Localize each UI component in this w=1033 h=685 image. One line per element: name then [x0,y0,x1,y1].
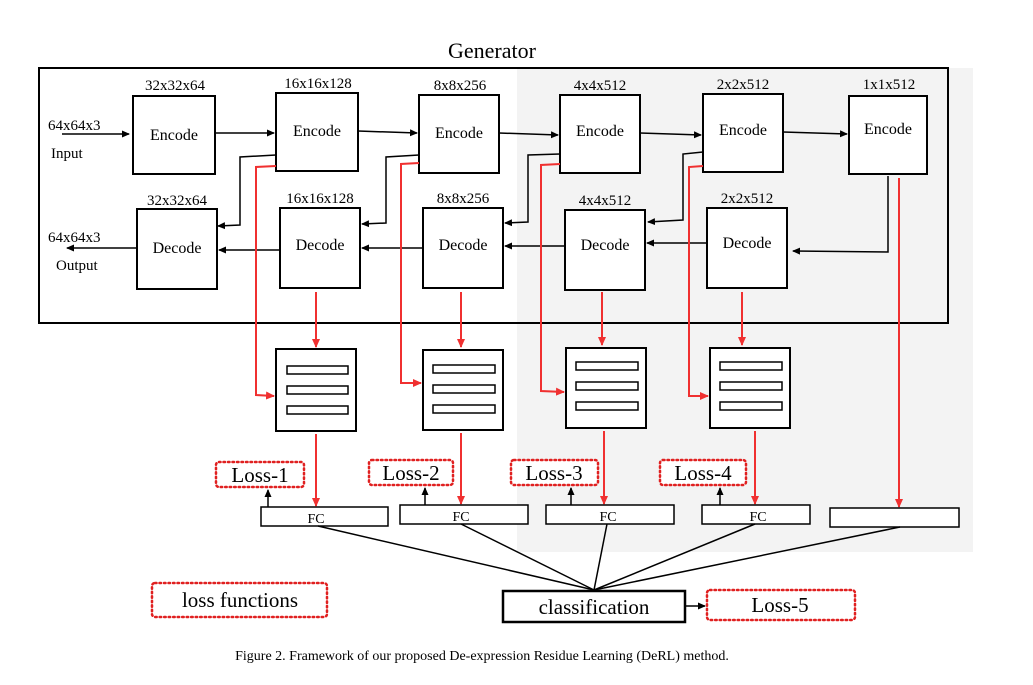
encoder-4-dim: 4x4x512 [574,78,627,94]
skip-arrow-2 [361,154,420,228]
output-label: Output [56,258,99,274]
encoder-3-box [418,94,500,174]
loss-2-label: Loss-2 [382,461,439,485]
residue-block-1 [275,348,357,432]
decoder-1: 32x32x64 Decode [136,193,218,290]
residue-block-3 [565,347,647,429]
fc-layer-2: FC [399,504,529,525]
encoder-2: 16x16x128 Encode [275,76,359,172]
encoder-2-dim: 16x16x128 [284,76,352,92]
encoder-2-label: Encode [293,123,341,140]
skip-arrow-1 [217,154,277,230]
encoder-1-box [132,95,216,175]
fc-layer-4: FC [701,504,811,525]
loss-4: Loss-4 [658,458,748,487]
decoder-1-box [136,208,218,290]
loss-4-label: Loss-4 [674,461,732,485]
loss-1-label: Loss-1 [231,463,288,487]
fc-link-4 [593,523,756,591]
residue-block-2 [422,349,504,431]
encoder-1: 32x32x64 Encode [132,78,216,175]
decoder-3-label: Decode [439,237,488,254]
encoder-6-box [848,95,928,175]
decoder-4-dim: 4x4x512 [579,193,632,209]
skip-arrow-3 [504,153,561,227]
output-dim: 64x64x3 [48,230,101,246]
loss-5: Loss-5 [705,588,857,622]
decoder-3-dim: 8x8x256 [437,191,490,207]
fc-layer-3: FC [545,504,675,525]
encoder-3-dim: 8x8x256 [434,78,487,94]
legend-loss-functions: loss functions [150,581,329,619]
decoder-1-dim: 32x32x64 [147,193,208,209]
classification-label: classification [539,595,650,619]
encoder-6: 1x1x512 Encode [848,77,928,175]
fc-link-3 [593,523,608,591]
fc-link-1 [317,525,595,591]
encoder-6-label: Encode [864,121,912,138]
decoder-5: 2x2x512 Decode [706,191,788,289]
encoder-5-box [702,93,784,173]
decoder-4-box [564,209,646,291]
decoder-2-label: Decode [296,237,345,254]
input-dim: 64x64x3 [48,118,101,134]
decoder-4-label: Decode [581,237,630,254]
fc-layer-1: FC [260,506,389,527]
decoder-5-dim: 2x2x512 [721,191,774,207]
generator-title: Generator [448,38,537,63]
classification-block: classification [501,589,687,624]
enc-arrow-5 [782,130,848,138]
fc-layer-5 [829,507,960,528]
decoder-2-dim: 16x16x128 [286,191,354,207]
generator-frame [38,67,949,324]
decoder-5-label: Decode [723,235,772,252]
encoder-3-label: Encode [435,125,483,142]
encoder-5: 2x2x512 Encode [702,77,784,173]
fc-link-5 [593,526,901,591]
decoder-1-label: Decode [153,240,202,257]
loss-3-label: Loss-3 [525,461,582,485]
residue-arrow-1 [255,165,277,400]
residue-block-4 [709,347,791,429]
fc-2-label: FC [452,510,469,525]
decoder-5-box [706,207,788,289]
encoder-5-dim: 2x2x512 [717,77,770,93]
encoder-5-label: Encode [719,122,767,139]
decoder-4: 4x4x512 Decode [564,193,646,291]
encoder-4: 4x4x512 Encode [559,78,641,174]
loss-3: Loss-3 [509,458,600,487]
fc-link-2 [460,523,595,591]
bottleneck-arrow [792,176,889,255]
enc-arrow-3 [498,131,559,139]
fc-1-label: FC [307,512,324,527]
residue-arrow-2 [400,162,422,387]
decoder-2: 16x16x128 Decode [279,191,361,289]
encoder-2-box [275,92,359,172]
input-label: Input [51,146,83,162]
loss-2: Loss-2 [367,458,455,487]
residue-arrow-4 [688,165,709,400]
encoder-4-box [559,94,641,174]
enc-arrow-2 [357,129,418,137]
encoder-1-label: Encode [150,127,198,144]
loss-1: Loss-1 [214,460,306,489]
decoder-2-box [279,207,361,289]
fc-3-label: FC [599,510,616,525]
enc-arrow-4 [639,131,702,139]
encoder-3: 8x8x256 Encode [418,78,500,174]
skip-arrow-4 [647,151,704,226]
residue-arrow-3 [540,163,565,396]
encoder-1-dim: 32x32x64 [145,78,206,94]
encoder-4-label: Encode [576,123,624,140]
figure-caption: Figure 2. Framework of our proposed De-e… [235,649,729,664]
fc-4-label: FC [749,510,766,525]
encoder-6-dim: 1x1x512 [863,77,916,93]
decoder-3: 8x8x256 Decode [422,191,504,289]
loss-5-label: Loss-5 [751,593,808,617]
legend-label: loss functions [182,588,298,612]
